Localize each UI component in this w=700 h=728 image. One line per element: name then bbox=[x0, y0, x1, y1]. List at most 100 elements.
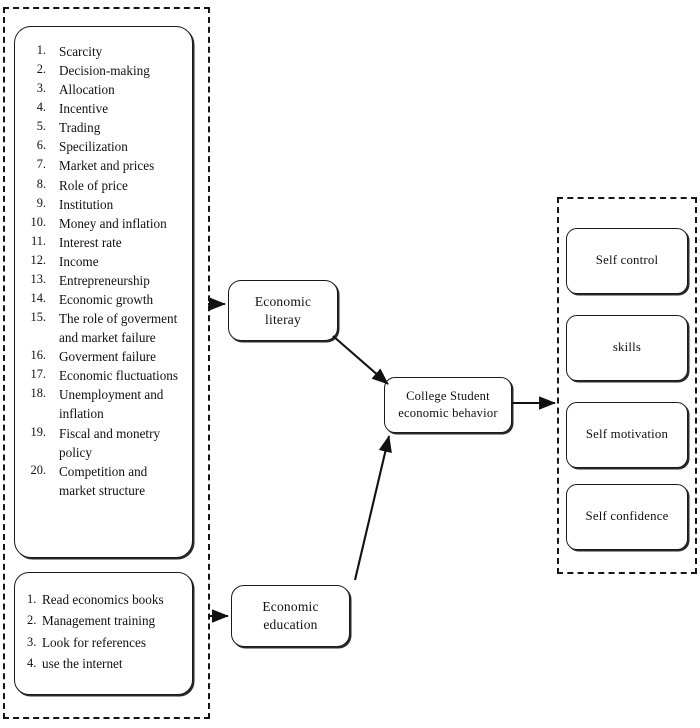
list-item: 3. Look for references bbox=[27, 632, 186, 653]
economic-concepts-list: 1. Scarcity 2. Decision-making 3. Allocatio… bbox=[15, 27, 192, 500]
list-item: 10. Money and inflation bbox=[25, 214, 186, 233]
economic-literacy-line2: literay bbox=[265, 311, 301, 327]
list-item-label: Institution bbox=[59, 196, 114, 212]
list-item-label: Market and prices bbox=[59, 158, 155, 174]
list-item-label: Interest rate bbox=[59, 234, 122, 250]
outcome-box-skills[interactable]: skills bbox=[566, 315, 688, 381]
list-item-label: Economic fluctuations bbox=[59, 368, 179, 384]
list-item-number: 14. bbox=[30, 291, 47, 306]
behavior-line2: economic behavior bbox=[398, 406, 498, 420]
list-item-number: 18. bbox=[30, 386, 47, 401]
list-item: 8. Role of price bbox=[25, 176, 186, 195]
list-item: 13. Entrepreneurship bbox=[25, 271, 186, 290]
outcome-box-self-control[interactable]: Self control bbox=[566, 228, 688, 294]
list-item-label: use the internet bbox=[42, 656, 123, 672]
list-item-number: 10. bbox=[30, 214, 47, 229]
list-item-number: 7. bbox=[36, 157, 46, 172]
list-item-label: Decision-making bbox=[59, 63, 150, 79]
list-item-label: Money and inflation bbox=[59, 215, 167, 231]
list-item: 2. Management training bbox=[27, 610, 186, 631]
list-item-label: Entrepreneurship bbox=[59, 272, 150, 288]
list-item: 20. Competition and market structure bbox=[25, 462, 186, 500]
list-item: 16. Goverment failure bbox=[25, 347, 186, 366]
college-student-economic-behavior-box[interactable]: College Student economic behavior bbox=[384, 377, 512, 433]
outcome-label: Self motivation bbox=[585, 427, 669, 442]
inputs-group-frame bbox=[3, 7, 210, 719]
list-item-number: 6. bbox=[36, 138, 46, 153]
list-item-label: Allocation bbox=[59, 82, 115, 98]
list-item: 9. Institution bbox=[25, 195, 186, 214]
list-item: 19. Fiscal and monetry policy bbox=[25, 424, 186, 462]
economic-literacy-label: Economic literay bbox=[255, 293, 311, 329]
list-item-label: Specilization bbox=[59, 139, 128, 155]
list-item-number: 4. bbox=[27, 656, 37, 671]
outcome-box-self-confidence[interactable]: Self confidence bbox=[566, 484, 688, 550]
list-item: 3. Allocation bbox=[25, 80, 186, 99]
list-item-number: 3. bbox=[36, 81, 46, 96]
list-item: 5. Trading bbox=[25, 118, 186, 137]
list-item: 4. Incentive bbox=[25, 99, 186, 118]
list-item: 18. Unemployment and inflation bbox=[25, 385, 186, 423]
list-item: 4. use the internet bbox=[27, 653, 186, 674]
list-item-number: 4. bbox=[36, 100, 46, 115]
list-item: 6. Specilization bbox=[25, 137, 186, 156]
list-item-number: 9. bbox=[36, 195, 46, 210]
list-item-number: 15. bbox=[30, 310, 47, 325]
economic-activities-list: 1. Read economics books 2. Management trai… bbox=[15, 573, 192, 675]
list-item-label: Management training bbox=[42, 613, 156, 629]
college-student-economic-behavior-label: College Student economic behavior bbox=[398, 388, 498, 421]
list-item-label: Economic growth bbox=[59, 292, 154, 308]
list-item-label: Goverment failure bbox=[59, 349, 157, 365]
list-item-number: 12. bbox=[30, 252, 47, 267]
list-item-label: Look for references bbox=[42, 634, 146, 650]
list-item: 7. Market and prices bbox=[25, 156, 186, 175]
list-item: 15. The role of goverment and market fail… bbox=[25, 309, 186, 347]
list-item: 12. Income bbox=[25, 252, 186, 271]
arrow-education-to-behavior bbox=[353, 435, 392, 581]
list-item-number: 2. bbox=[27, 613, 37, 628]
list-item-number: 20. bbox=[30, 462, 47, 477]
outcome-label: Self control bbox=[595, 253, 659, 268]
arrow-literacy-to-behavior bbox=[332, 335, 389, 385]
list-item-label: Income bbox=[59, 253, 99, 269]
economic-education-line1: Economic bbox=[262, 599, 319, 615]
list-item-number: 8. bbox=[36, 176, 46, 191]
list-item-number: 1. bbox=[36, 43, 46, 57]
list-item-label: Unemployment and inflation bbox=[59, 387, 164, 422]
list-item-label: Trading bbox=[59, 120, 101, 136]
outcome-box-self-motivation[interactable]: Self motivation bbox=[566, 402, 688, 468]
list-item-number: 16. bbox=[30, 348, 47, 363]
outcome-label: Self confidence bbox=[585, 509, 669, 524]
list-item-number: 11. bbox=[30, 233, 46, 248]
economic-literacy-box[interactable]: Economic literay bbox=[228, 280, 338, 341]
list-item-label: Fiscal and monetry policy bbox=[59, 425, 161, 460]
outcomes-group-frame bbox=[557, 197, 697, 574]
behavior-line1: College Student bbox=[406, 389, 490, 404]
list-item: 1. Read economics books bbox=[27, 589, 186, 610]
economic-education-box[interactable]: Economic education bbox=[231, 585, 350, 647]
list-item-number: 17. bbox=[30, 367, 47, 382]
list-item-number: 5. bbox=[36, 119, 46, 134]
economic-literacy-line1: Economic bbox=[254, 293, 312, 309]
list-item-number: 1. bbox=[27, 592, 37, 606]
list-item-number: 13. bbox=[30, 271, 47, 286]
list-item-label: Role of price bbox=[59, 177, 128, 193]
list-item-label: Competition and market structure bbox=[59, 463, 148, 498]
list-item: 14. Economic growth bbox=[25, 290, 186, 309]
list-item-label: Scarcity bbox=[59, 44, 103, 59]
list-item-label: Read economics books bbox=[42, 592, 164, 607]
list-item-number: 2. bbox=[36, 62, 46, 77]
outcome-label: skills bbox=[612, 340, 642, 355]
list-item-number: 3. bbox=[27, 634, 37, 649]
economic-concepts-box[interactable]: 1. Scarcity 2. Decision-making 3. Allocatio… bbox=[14, 26, 193, 558]
list-item: 1. Scarcity bbox=[25, 42, 186, 61]
economic-education-label: Economic education bbox=[262, 598, 318, 634]
list-item-label: Incentive bbox=[59, 101, 109, 117]
economic-activities-box[interactable]: 1. Read economics books 2. Management trai… bbox=[14, 572, 193, 695]
list-item-number: 19. bbox=[30, 424, 47, 439]
list-item: 17. Economic fluctuations bbox=[25, 366, 186, 385]
list-item: 2. Decision-making bbox=[25, 61, 186, 80]
list-item: 11. Interest rate bbox=[25, 233, 186, 252]
list-item-label: The role of goverment and market failure bbox=[59, 311, 178, 346]
